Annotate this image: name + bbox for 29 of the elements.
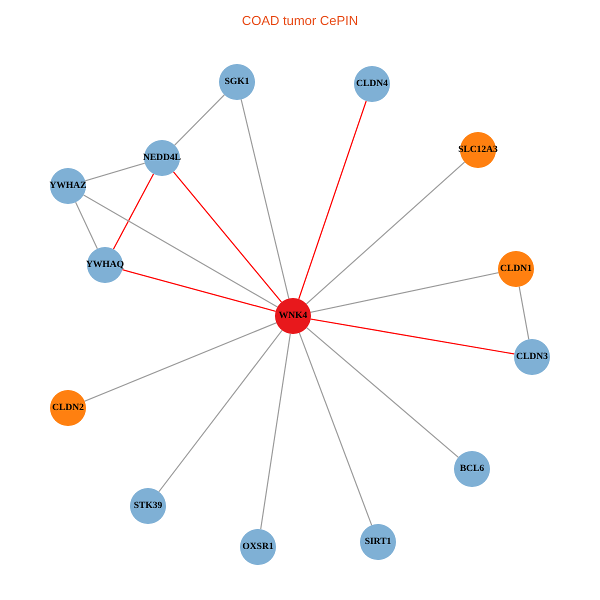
connector-line: [173, 171, 282, 303]
connector-line: [310, 318, 514, 355]
connector-line: [84, 322, 277, 402]
connector-line: [240, 99, 290, 299]
connector-line: [298, 100, 367, 300]
node-label: SIRT1: [364, 537, 392, 547]
node-label: CLDN1: [500, 264, 532, 274]
node-label: OXSR1: [242, 542, 274, 552]
connector-line: [310, 272, 498, 313]
connector-line: [260, 334, 291, 530]
node-label: CLDN2: [52, 403, 84, 413]
connector-line: [306, 327, 459, 458]
connector-line: [174, 94, 225, 146]
connector-line: [83, 194, 278, 308]
connector-line: [298, 332, 372, 526]
connector-line: [158, 330, 283, 492]
node-label: STK39: [134, 501, 162, 511]
diagram-title: COAD tumor CePIN: [240, 13, 360, 28]
connector-line: [85, 162, 145, 182]
node-label: SGK1: [224, 77, 250, 87]
node-label: WNK4: [278, 311, 308, 321]
connector-line: [75, 202, 98, 249]
node-label: CLDN4: [356, 79, 388, 89]
node-label: BCL6: [460, 464, 484, 474]
connector-line: [306, 162, 465, 304]
node-label: CLDN3: [516, 352, 548, 362]
connector-line: [518, 286, 530, 340]
connector-line: [112, 174, 154, 250]
connector-line: [122, 269, 276, 312]
